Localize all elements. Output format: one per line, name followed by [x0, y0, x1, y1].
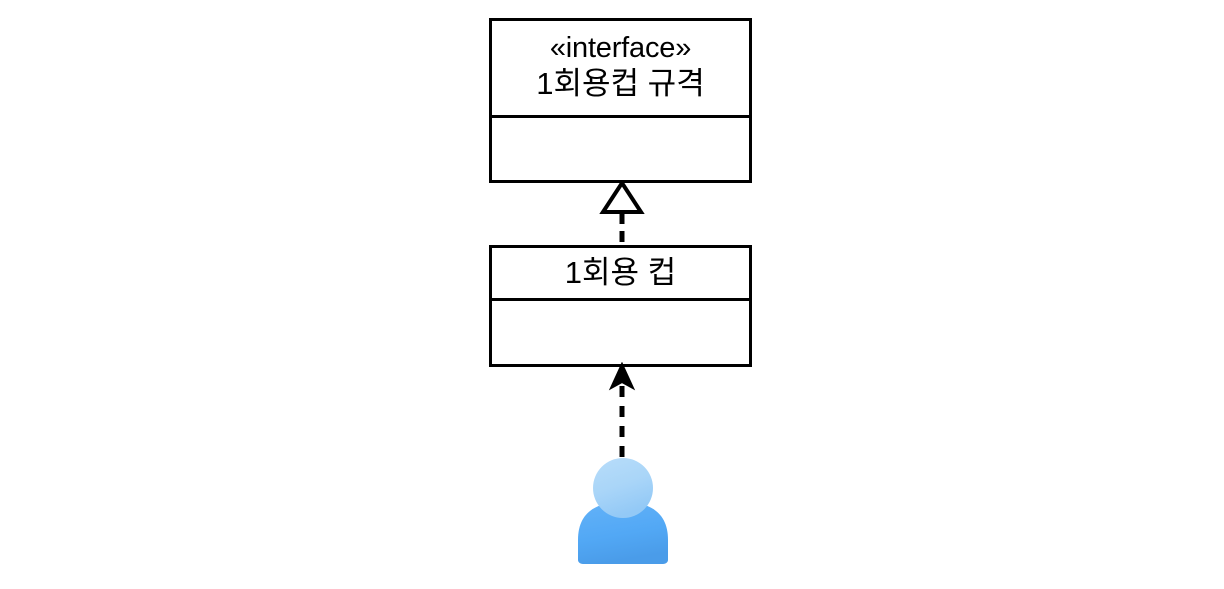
actor-node[interactable]	[570, 452, 676, 568]
hollow-triangle-arrowhead	[599, 179, 645, 214]
person-body	[578, 502, 668, 564]
realization-edge-svg	[599, 179, 645, 248]
class-header: 1회용 컵	[492, 248, 749, 301]
interface-members-compartment	[492, 118, 749, 180]
interface-header: «interface» 1회용컵 규격	[492, 21, 749, 118]
dependency-edge-svg	[608, 361, 636, 460]
uml-interface-node[interactable]: «interface» 1회용컵 규격	[489, 18, 752, 183]
person-head	[593, 458, 653, 518]
class-name: 1회용 컵	[564, 254, 677, 290]
class-members-compartment	[492, 301, 749, 364]
dependency-edge[interactable]	[592, 361, 652, 462]
person-icon	[578, 458, 668, 564]
realization-edge[interactable]	[583, 179, 661, 248]
filled-arrowhead	[608, 361, 636, 391]
uml-class-node[interactable]: 1회용 컵	[489, 245, 752, 367]
interface-name: 1회용컵 규격	[536, 65, 705, 101]
interface-stereotype: «interface»	[549, 31, 692, 64]
